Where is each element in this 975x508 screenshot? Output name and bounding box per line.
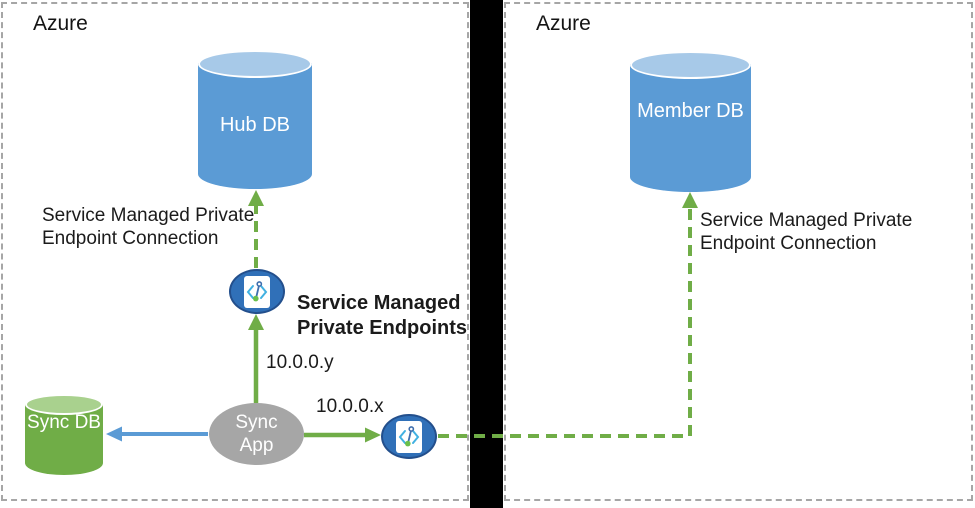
right-connection-label-line1: Service Managed Private — [700, 210, 913, 231]
left-connection-label: Service Managed Private Endpoint Connect… — [42, 204, 254, 250]
member-db-cylinder: Member DB — [630, 51, 751, 192]
hub-db-cylinder: Hub DB — [198, 50, 312, 189]
private-endpoint-glyph — [244, 275, 270, 308]
sync-db-cylinder-body — [25, 404, 103, 475]
sync-app-ellipse: Sync App — [209, 403, 304, 465]
left-connection-label-line1: Service Managed Private — [42, 205, 255, 226]
member-db-label-line1: Member — [637, 100, 711, 122]
azure-label-left: Azure — [33, 12, 88, 35]
sync-db-label-line1: Sync — [27, 412, 70, 433]
service-managed-private-endpoints-title: Service Managed Private Endpoints — [297, 291, 467, 341]
sync-db-label-line2: DB — [74, 412, 101, 433]
private-endpoint-icon — [229, 269, 285, 314]
endpoints-title-line1: Service Managed — [297, 292, 461, 314]
right-connection-label: Service Managed Private Endpoint Connect… — [700, 209, 912, 255]
hub-db-cylinder-top — [198, 50, 312, 78]
network-boundary-bar — [470, 0, 503, 508]
syncapp-to-endpoint-arrow — [248, 314, 264, 403]
ip-label-x: 10.0.0.x — [316, 396, 384, 417]
sync-db-cylinder-top — [25, 394, 103, 415]
azure-label-right: Azure — [536, 12, 591, 35]
member-db-cylinder-body — [630, 64, 751, 192]
right-connection-label-line2: Endpoint Connection — [700, 233, 877, 254]
ip-label-y: 10.0.0.y — [266, 352, 334, 373]
left-connection-label-line2: Endpoint Connection — [42, 228, 219, 249]
azure-region-right: Azure — [504, 2, 973, 501]
sync-db-cylinder: Sync DB — [25, 394, 103, 475]
member-db-cylinder-top — [630, 51, 751, 79]
endpoint-to-memberdb-dashed-arrow — [438, 192, 698, 438]
sync-app-label-line2: App — [239, 435, 274, 456]
syncapp-to-endpoint2-arrow — [304, 427, 381, 443]
member-db-label-line2: DB — [716, 100, 744, 122]
syncapp-to-syncdb-arrow — [106, 426, 208, 442]
endpoints-title-line2: Private Endpoints — [297, 317, 468, 339]
private-endpoint-pin-icon — [246, 280, 268, 301]
private-endpoint-glyph-2 — [396, 420, 422, 453]
private-endpoint-pin-icon-2 — [398, 425, 420, 446]
endpoint-to-hubdb-dashed-arrow — [248, 190, 264, 268]
sync-app-label-line1: Sync — [235, 412, 278, 433]
private-endpoint-icon-2 — [381, 414, 437, 459]
member-db-label: Member DB — [630, 98, 751, 124]
hub-db-label: Hub DB — [219, 114, 291, 136]
hub-db-cylinder-body — [198, 63, 312, 189]
sync-db-label: Sync DB — [25, 409, 103, 436]
